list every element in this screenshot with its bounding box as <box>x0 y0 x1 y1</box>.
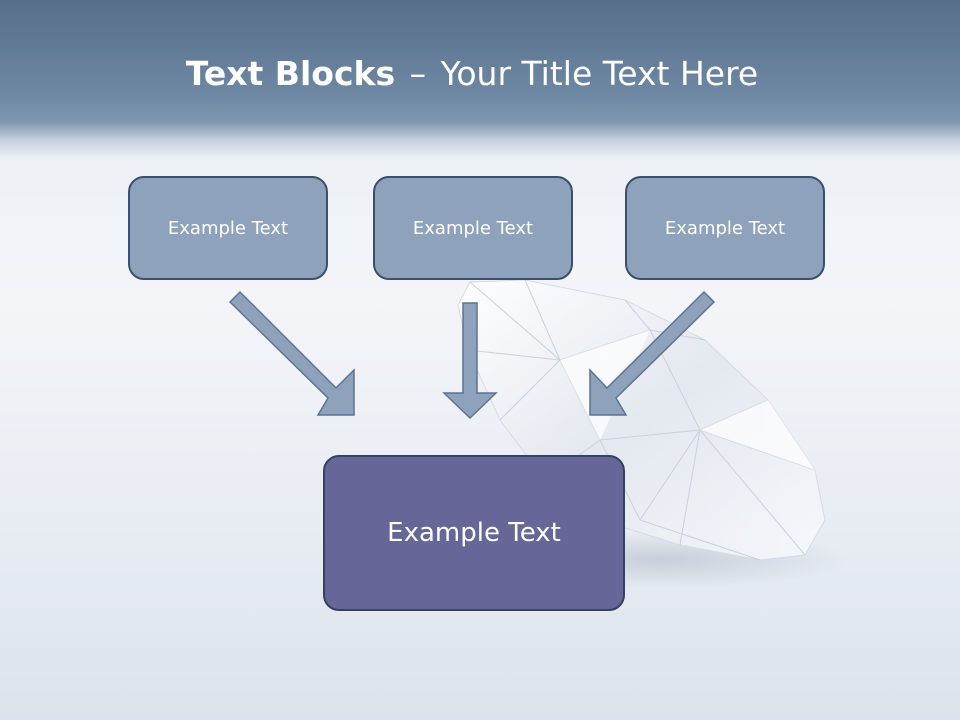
text-block-center-label: Example Text <box>412 217 534 239</box>
text-block-bottom[interactable]: Example Text <box>323 455 625 611</box>
text-block-right-label: Example Text <box>664 217 786 239</box>
title-rest: Your Title Text Here <box>440 54 759 93</box>
text-block-center[interactable]: Example Text <box>373 176 573 280</box>
title-bold: Text Blocks <box>185 54 396 93</box>
text-block-left[interactable]: Example Text <box>128 176 328 280</box>
text-block-right[interactable]: Example Text <box>625 176 825 280</box>
text-block-bottom-label: Example Text <box>387 518 561 548</box>
arrow-center-icon <box>442 302 498 420</box>
arrow-left-icon <box>228 290 355 416</box>
arrow-right-icon <box>589 290 716 416</box>
title-separator: – <box>409 54 427 93</box>
page-title: Text Blocks – Your Title Text Here <box>0 54 944 93</box>
text-block-left-label: Example Text <box>167 217 289 239</box>
